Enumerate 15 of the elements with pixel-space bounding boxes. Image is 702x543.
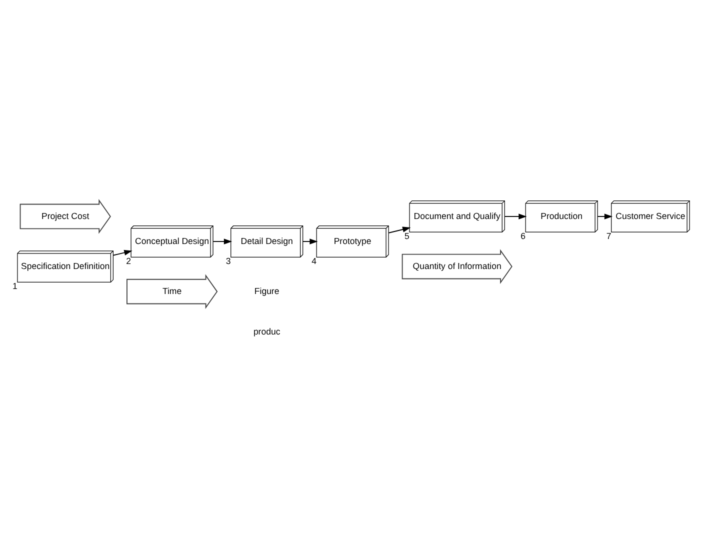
node-label: 3 <box>226 256 231 266</box>
node-label: 4 <box>312 256 317 266</box>
node-label: 5 <box>404 230 410 241</box>
label: Figure <box>254 285 280 296</box>
node-label: 1 <box>12 280 18 291</box>
node-label: 7 <box>606 230 612 241</box>
arrow <box>112 249 132 256</box>
arrow <box>388 226 411 233</box>
arrow <box>212 238 232 244</box>
arrow <box>302 238 318 244</box>
label: produc <box>253 326 280 336</box>
node-label: 6 <box>520 230 526 241</box>
arrow <box>597 213 613 219</box>
node-label: 2 <box>126 256 131 266</box>
arrow <box>504 213 527 219</box>
